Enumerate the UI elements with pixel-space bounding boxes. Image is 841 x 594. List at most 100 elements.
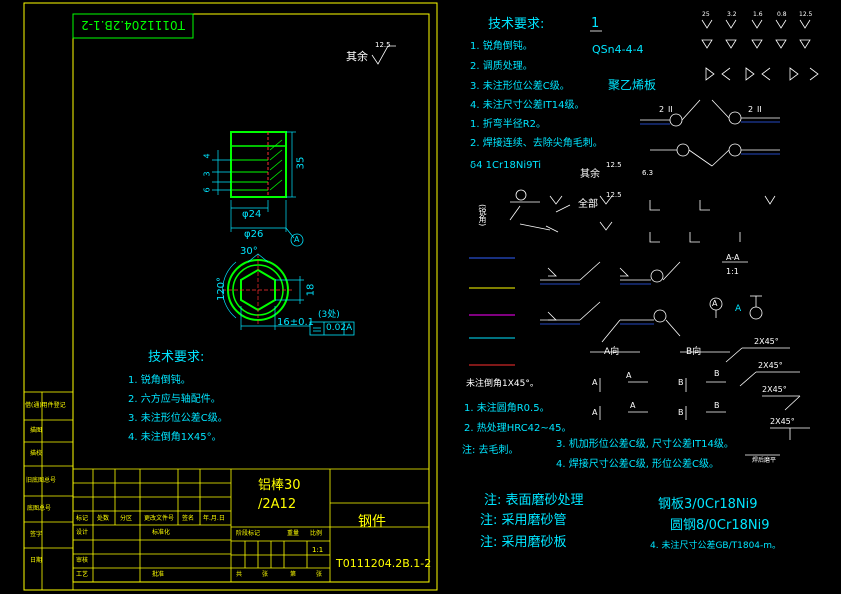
rough-val-6: 1.6 <box>753 11 763 18</box>
strip-label-7: 日期 <box>30 557 43 564</box>
section-a: A向 <box>604 347 620 357</box>
left-note-3: 3. 未注形位公差C级。 <box>128 413 228 424</box>
delta-line: δ4 1Cr18Ni9Ti <box>470 160 542 171</box>
sec-letter-3: B <box>678 378 684 387</box>
datum-circle-a1: A <box>735 304 742 314</box>
material-line2: /2A12 <box>258 497 297 512</box>
scale-value: 1:1 <box>312 546 324 554</box>
rough-val-2: 6.3 <box>642 169 654 177</box>
rough-val-5: 3.2 <box>727 11 737 18</box>
flatness-datum: A <box>346 323 353 333</box>
datum-a-front: A <box>294 235 300 244</box>
part-code-rotated: T0111204.2B.1-2 <box>81 18 185 32</box>
tb-label-stage: 阶段标记 <box>236 530 261 537</box>
bottom-note-2: 注: 采用磨砂管 <box>480 513 567 528</box>
rough-val-4: 25 <box>702 11 710 18</box>
bottom-note-1: 注: 表面磨砂处理 <box>484 493 584 508</box>
tb-label-total: 共 <box>236 571 243 578</box>
dim-24: φ24 <box>242 209 262 220</box>
chamfer-4: 2X45° <box>770 417 795 426</box>
sec-letter-4: B <box>714 369 720 378</box>
drawing-number: T0111204.2B.1-2 <box>336 557 432 570</box>
weld-note: 焊后磨平 <box>752 457 777 464</box>
front-view <box>212 131 304 247</box>
tb-label-change: 更改文件号 <box>144 515 175 522</box>
sec-letter-5: A <box>592 408 598 417</box>
rough-val-8: 12.5 <box>799 11 813 18</box>
rough-val-3: 12.5 <box>606 191 622 199</box>
round-steel: 圆钢8/0Cr18Ni9 <box>670 518 770 533</box>
dim-16: 16±0.1 <box>277 317 315 328</box>
title-block-grid <box>73 468 429 582</box>
strip-label-6: 签字 <box>30 531 43 538</box>
right-item-5: 1. 折弯半径R2。 <box>470 119 547 130</box>
roughness-other-label: 其余 <box>346 50 368 63</box>
tb-label-mark: 标记 <box>76 515 89 522</box>
right-item-1: 1. 锐角倒钝。 <box>470 41 533 52</box>
sec-letter-7: B <box>678 408 684 417</box>
count-3: (3处) <box>318 310 340 320</box>
dim-18: 18 <box>305 283 317 297</box>
side-vertical: (锐角) <box>478 204 487 227</box>
strip-label-1: 借(通)用件登记 <box>25 402 66 409</box>
sec-letter-1: A <box>592 378 598 387</box>
top-view <box>222 253 355 336</box>
a-a-label: A-A <box>726 253 740 262</box>
inner-frame <box>72 13 430 583</box>
left-notes-heading: 技术要求: <box>148 350 205 365</box>
roughness-other-value: 12.5 <box>375 41 391 49</box>
note2-3: 注: 去毛刺。 <box>462 445 519 456</box>
tb-label-scale: 比例 <box>310 530 323 537</box>
sheet-border <box>23 2 438 591</box>
strip-label-2: 描图 <box>30 427 43 434</box>
tb-label-design: 设计 <box>76 529 89 536</box>
all-label: 全部 <box>578 199 598 210</box>
dim-4: 4 <box>202 153 212 159</box>
strip-label-3: 描校 <box>30 450 43 457</box>
note2-5: 4. 焊接尺寸公差C级, 形位公差C级。 <box>556 459 720 470</box>
code-box <box>72 13 194 39</box>
tb-label-process: 工艺 <box>76 571 89 578</box>
tb-label-approve: 批准 <box>152 571 165 578</box>
tb-label-date: 年.月.日 <box>203 515 225 522</box>
unmarked-chamfer: 未注倒角1X45°。 <box>466 379 539 389</box>
strip-label-4: 旧底图总号 <box>26 477 57 484</box>
roughness-symbol <box>371 45 396 65</box>
tb-label-sheet2: 张 <box>316 571 323 578</box>
dim-3: 3 <box>202 171 212 177</box>
sec-letter-6: A <box>630 401 636 410</box>
tb-label-zone: 分区 <box>120 515 133 522</box>
tb-label-sign: 签名 <box>182 515 195 522</box>
right-item-4: 4. 未注尺寸公差IT14级。 <box>470 100 585 111</box>
chamfer-2: 2X45° <box>758 361 783 370</box>
right-panel-graphics <box>469 19 819 456</box>
other-label: 其余 <box>580 169 600 180</box>
dim-6: 6 <box>202 187 212 193</box>
rough-val-7: 0.8 <box>777 11 787 18</box>
strip-label-5: 底图总号 <box>27 505 52 512</box>
ratio-label: 1:1 <box>726 267 739 276</box>
right-number-box: 1 <box>591 16 600 31</box>
tb-label-weight: 重量 <box>287 530 300 537</box>
material-code: QSn4-4-4 <box>592 43 644 56</box>
sec-letter-8: B <box>714 401 720 410</box>
steel-plate: 钢板3/0Cr18Ni9 <box>658 497 758 512</box>
tb-label-count: 处数 <box>97 515 110 522</box>
material-line1: 铝棒30 <box>258 478 301 493</box>
right-item-2: 2. 调质处理。 <box>470 61 533 72</box>
bottom-note-3: 注: 采用磨砂板 <box>480 535 567 550</box>
left-note-1: 1. 锐角倒钝。 <box>128 375 191 386</box>
section-b: B向 <box>686 347 702 357</box>
dim-120deg: 120° <box>216 276 228 302</box>
flatness-value: 0.02 <box>326 323 347 333</box>
tb-label-no: 第 <box>290 571 297 578</box>
dim-26: φ26 <box>244 229 264 240</box>
note2-2: 2. 热处理HRC42~45。 <box>464 423 572 434</box>
bottom-tolerance: 4. 未注尺寸公差GB/T1804-m。 <box>650 541 782 551</box>
datum-circle-a2: A <box>712 299 718 308</box>
weld-label-3: 2 <box>748 105 754 114</box>
left-note-2: 2. 六方应与轴配件。 <box>128 394 221 405</box>
left-note-4: 4. 未注倒角1X45°。 <box>128 432 222 443</box>
chamfer-1: 2X45° <box>754 337 779 346</box>
